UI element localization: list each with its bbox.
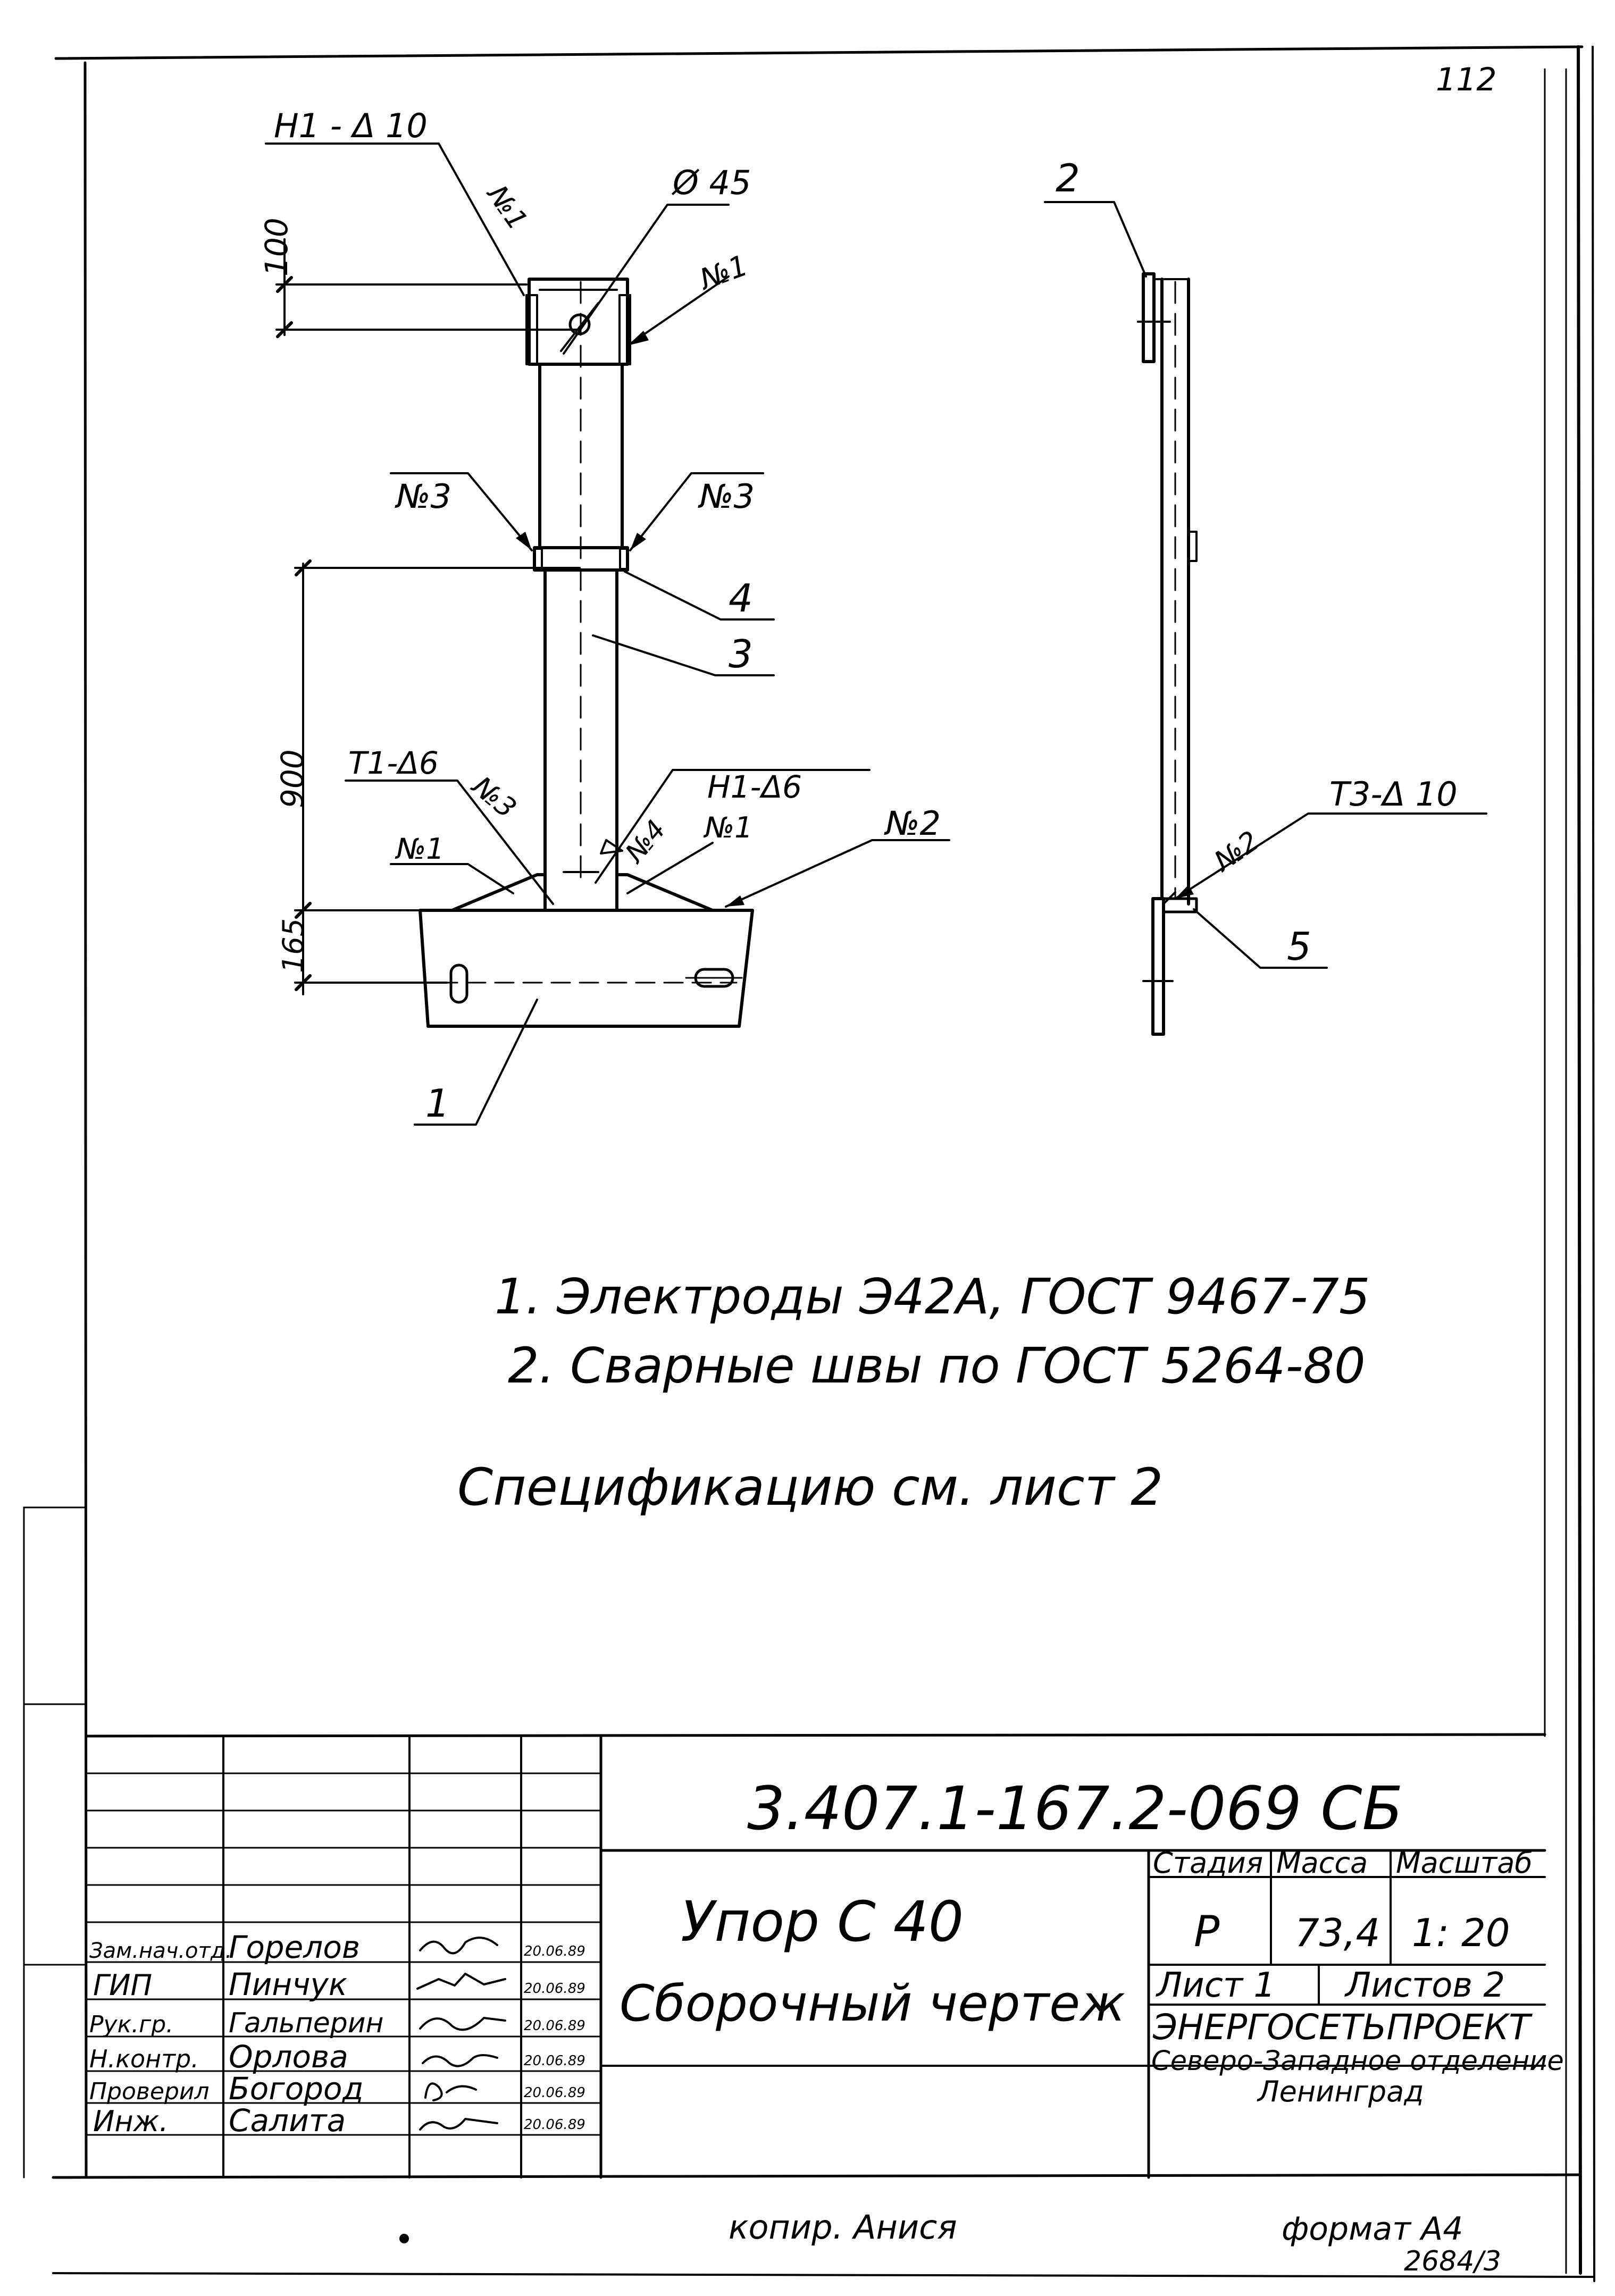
callout-seam-3-left: №3 xyxy=(395,477,451,516)
spec-reference: Спецификацию см. лист 2 xyxy=(457,1457,1163,1517)
title-block: 3.407.1-167.2-069 СБ Упор С 40 Сборочный… xyxy=(85,1733,1564,2179)
callout-seam-4: №4 xyxy=(618,814,672,869)
side-view: 2 Т3-Δ 10 №2 5 xyxy=(1044,156,1487,1036)
callout-weld-t1-6: Т1-Δ6 xyxy=(348,745,439,781)
sig-role: Инж. xyxy=(93,2105,169,2138)
sig-date: 20.06.89 xyxy=(524,2018,585,2034)
sig-name: Богород xyxy=(229,2071,364,2107)
sig-role: Проверил xyxy=(89,2078,210,2105)
callout-weld-h1-6: Н1-Δ6 xyxy=(707,769,802,805)
format-note: формат А4 xyxy=(1282,2210,1463,2248)
sheets-total: Листов 2 xyxy=(1344,1966,1505,2005)
hole-45 xyxy=(568,313,591,336)
product-name: Упор С 40 xyxy=(681,1889,964,1954)
document-type: Сборочный чертеж xyxy=(620,1975,1125,2033)
callout-seam-3-right: №3 xyxy=(698,477,755,516)
callout-part-3: 3 xyxy=(729,632,753,676)
binding-strip xyxy=(23,1506,86,2178)
dim-100: 100 xyxy=(258,217,295,276)
sig-role: Н.контр. xyxy=(89,2044,199,2073)
handwritten-signatures xyxy=(416,1937,506,2131)
callout-seam-1-lower-left: №1 xyxy=(395,832,445,866)
stage-value: Р xyxy=(1194,1907,1220,1956)
sig-name: Пинчук xyxy=(229,1966,347,2002)
department: Северо-Западное отделение xyxy=(1151,2046,1564,2077)
sig-date: 20.06.89 xyxy=(524,2053,585,2069)
sig-role: Рук.гр. xyxy=(89,2011,173,2038)
sig-role: Зам.нач.отд. xyxy=(89,1939,232,1963)
page-number: 112 xyxy=(1436,61,1497,98)
front-view: 100 900 165 Н1 - Δ 10 №1 Ø 45 №1 №3 №3 4… xyxy=(258,106,950,1126)
sig-date: 20.06.89 xyxy=(524,2085,585,2101)
sig-date: 20.06.89 xyxy=(524,1981,585,1997)
callout-part-4: 4 xyxy=(729,576,753,621)
callout-seam-1-right: №1 xyxy=(694,248,752,297)
callout-side-seam-2: №2 xyxy=(1208,825,1265,879)
sig-name: Гальперин xyxy=(229,2007,384,2039)
callout-seam-1-lower-right: №1 xyxy=(703,811,753,844)
city: Ленинград xyxy=(1257,2075,1424,2108)
sig-name: Салита xyxy=(229,2102,346,2139)
sheet-frame xyxy=(52,45,1595,2282)
sheet-number: Лист 1 xyxy=(1156,1966,1275,2005)
callout-hole-dia: Ø 45 xyxy=(671,163,751,202)
notes: 1. Электроды Э42А, ГОСТ 9467-75 2. Сварн… xyxy=(457,1268,1370,1517)
archive-number: 2684/3 xyxy=(1404,2245,1501,2277)
callout-seam-2: №2 xyxy=(884,804,941,843)
callout-seam-3-lower: №3 xyxy=(465,769,522,825)
sig-date: 20.06.89 xyxy=(524,2117,585,2133)
dim-165: 165 xyxy=(277,918,310,973)
sig-date: 20.06.89 xyxy=(524,1943,585,1959)
callout-seam-1-top: №1 xyxy=(480,179,534,236)
scale-value: 1: 20 xyxy=(1412,1910,1510,1955)
sig-name: Горелов xyxy=(229,1929,360,1965)
callout-part-1: 1 xyxy=(425,1081,450,1126)
callout-side-part-2: 2 xyxy=(1056,156,1080,200)
note-1: 1. Электроды Э42А, ГОСТ 9467-75 xyxy=(495,1268,1370,1325)
punch-mark xyxy=(399,2234,409,2243)
organization: ЭНЕРГОСЕТЬПРОЕКТ xyxy=(1152,2007,1533,2048)
sig-name: Орлова xyxy=(229,2039,348,2075)
dim-900: 900 xyxy=(274,749,311,808)
callout-side-part-5: 5 xyxy=(1287,924,1311,969)
designation: 3.407.1-167.2-069 СБ xyxy=(747,1774,1403,1843)
mass-value: 73,4 xyxy=(1295,1910,1380,1955)
sig-role: ГИП xyxy=(93,1968,152,2002)
callout-weld-h1-10: Н1 - Δ 10 xyxy=(274,106,428,145)
header-scale: Масштаб xyxy=(1396,1846,1533,1880)
header-mass: Масса xyxy=(1276,1846,1368,1880)
callout-side-weld-t3-10: Т3-Δ 10 xyxy=(1329,775,1458,814)
note-2: 2. Сварные швы по ГОСТ 5264-80 xyxy=(508,1337,1366,1394)
header-stage: Стадия xyxy=(1153,1846,1263,1880)
copy-note: копир. Анися xyxy=(729,2208,957,2247)
